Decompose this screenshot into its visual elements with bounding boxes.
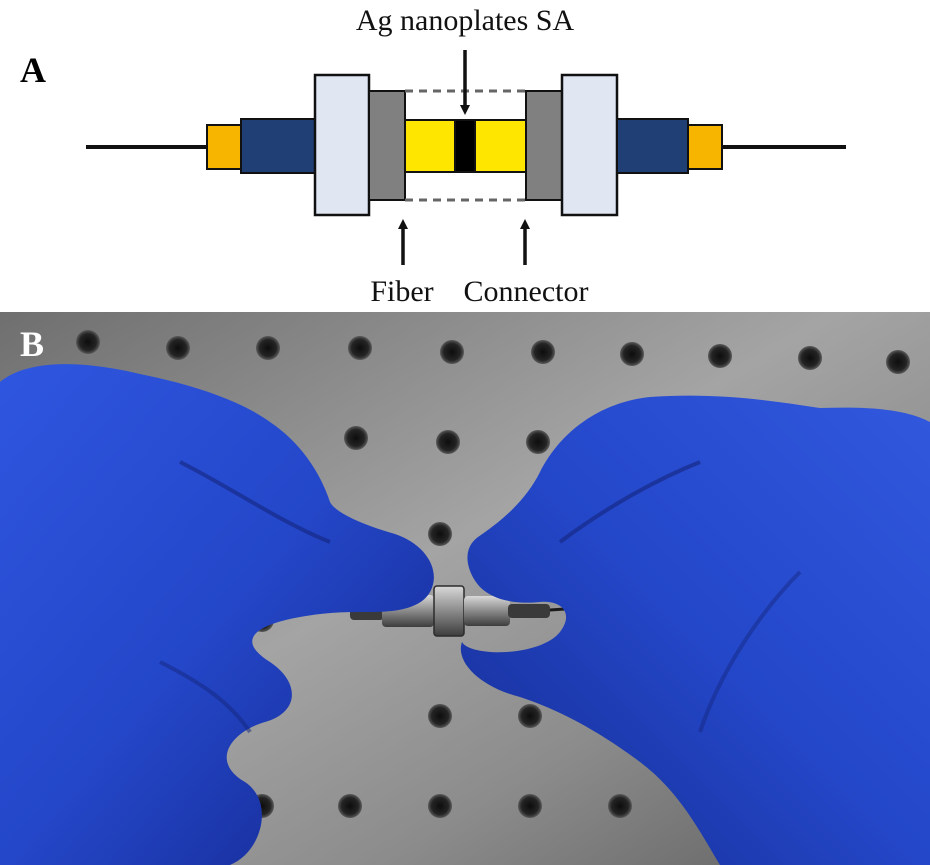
- table-hole: [886, 350, 910, 374]
- left-glove-fold: [179, 460, 331, 544]
- table-hole: [708, 344, 732, 368]
- adapter-flange: [433, 585, 465, 637]
- connector-nut-right: [464, 596, 510, 626]
- right-glove: [460, 395, 930, 865]
- table-hole: [338, 794, 362, 818]
- panel-b-photo: B: [0, 312, 930, 865]
- table-hole: [526, 430, 550, 454]
- table-hole: [344, 426, 368, 450]
- right-glove-fold: [698, 570, 802, 733]
- left-gloved-hand: [0, 364, 434, 865]
- nut-right: [525, 90, 563, 201]
- table-hole: [428, 522, 452, 546]
- table-hole: [518, 704, 542, 728]
- label-fiber: Fiber: [370, 275, 433, 308]
- boot-right: [616, 118, 689, 174]
- ag-nanoplates-sa: [454, 119, 476, 173]
- table-hole: [76, 330, 100, 354]
- panel-a-schematic: A Ag nanoplates SA Fibe: [0, 0, 930, 312]
- left-glove-fold: [159, 660, 252, 734]
- table-hole: [518, 794, 542, 818]
- table-hole: [166, 336, 190, 360]
- sleeve-right: [474, 119, 527, 173]
- table-hole: [256, 336, 280, 360]
- label-connector: Connector: [464, 275, 589, 308]
- table-hole: [620, 342, 644, 366]
- table-hole: [436, 430, 460, 454]
- ferrule-right: [687, 124, 723, 170]
- table-hole: [531, 340, 555, 364]
- right-glove-fold: [558, 460, 701, 544]
- connector-schematic: Ag nanoplates SA Fiber Connector: [86, 4, 846, 308]
- table-hole: [798, 346, 822, 370]
- boot-left: [240, 118, 316, 174]
- table-hole: [608, 794, 632, 818]
- flange-right: [560, 73, 619, 217]
- flange-left: [313, 73, 371, 217]
- table-hole: [428, 794, 452, 818]
- sleeve-left: [404, 119, 456, 173]
- panel-b-letter: B: [20, 324, 45, 364]
- ferrule-left: [206, 124, 242, 170]
- fiber-connector-assembly: [350, 585, 550, 637]
- table-hole: [348, 336, 372, 360]
- nut-left: [368, 90, 406, 201]
- table-hole: [428, 704, 452, 728]
- panel-a-letter: A: [20, 50, 46, 90]
- photo-illustration: [0, 312, 930, 865]
- left-glove: [0, 364, 434, 865]
- connector-boot-right: [508, 604, 550, 618]
- right-gloved-hand: [460, 395, 930, 865]
- label-ag-nanoplates-sa: Ag nanoplates SA: [356, 4, 575, 37]
- table-hole: [440, 340, 464, 364]
